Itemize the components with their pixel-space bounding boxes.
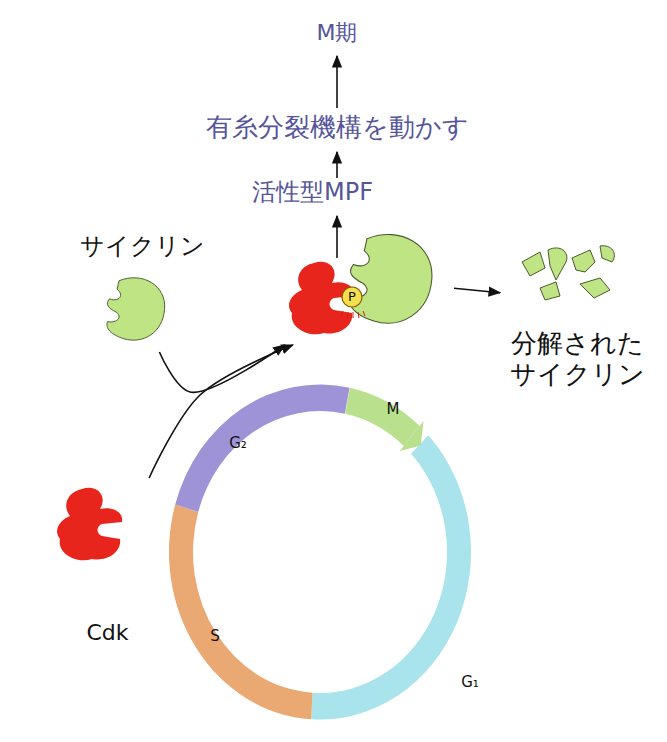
- phase-label: G₁: [458, 671, 482, 693]
- cyclin-shape: [107, 278, 165, 340]
- process-label: 有糸分裂機構を動かす: [0, 112, 667, 143]
- phase-band: [175, 384, 349, 512]
- cdk-shape: [57, 488, 122, 560]
- phase-arrow-tip: [400, 421, 424, 451]
- node-text: G₁: [461, 673, 479, 691]
- flow-arrow: [454, 288, 500, 293]
- phosphate-circle: P: [341, 286, 363, 308]
- degraded-cyclin: 分解された サイクリン: [500, 238, 654, 390]
- phase-label: S: [207, 625, 223, 647]
- node-text: Cdk: [48, 620, 167, 646]
- node-text: サイクリン: [58, 232, 227, 261]
- node-text: S: [210, 627, 220, 645]
- phase-label: G₂: [226, 432, 250, 454]
- cyclin-node: サイクリン: [58, 232, 227, 352]
- cell-cycle-ring: [169, 384, 471, 719]
- mpf-complex: 活性型MPF P: [250, 178, 454, 345]
- phase-band: [311, 435, 471, 719]
- phase-band: [345, 388, 419, 446]
- process-label: M期: [0, 20, 667, 46]
- flow-arrow: [149, 345, 293, 478]
- phase-label: M: [384, 398, 403, 420]
- node-text: M: [387, 400, 400, 418]
- cyclin-fragments: [522, 246, 614, 300]
- up-arrow: [336, 152, 338, 178]
- cdk-node: Cdk: [48, 478, 167, 646]
- activation-marks: [341, 311, 365, 318]
- node-text: 分解された サイクリン: [500, 328, 654, 390]
- node-text: P: [348, 289, 356, 305]
- cyclin-shape: [350, 235, 432, 324]
- up-arrow: [336, 216, 338, 258]
- flow-arrow: [159, 345, 284, 392]
- up-arrow: [336, 56, 338, 108]
- phase-band: [169, 504, 313, 719]
- node-text: 活性型MPF: [250, 178, 454, 207]
- node-text: G₂: [229, 434, 247, 452]
